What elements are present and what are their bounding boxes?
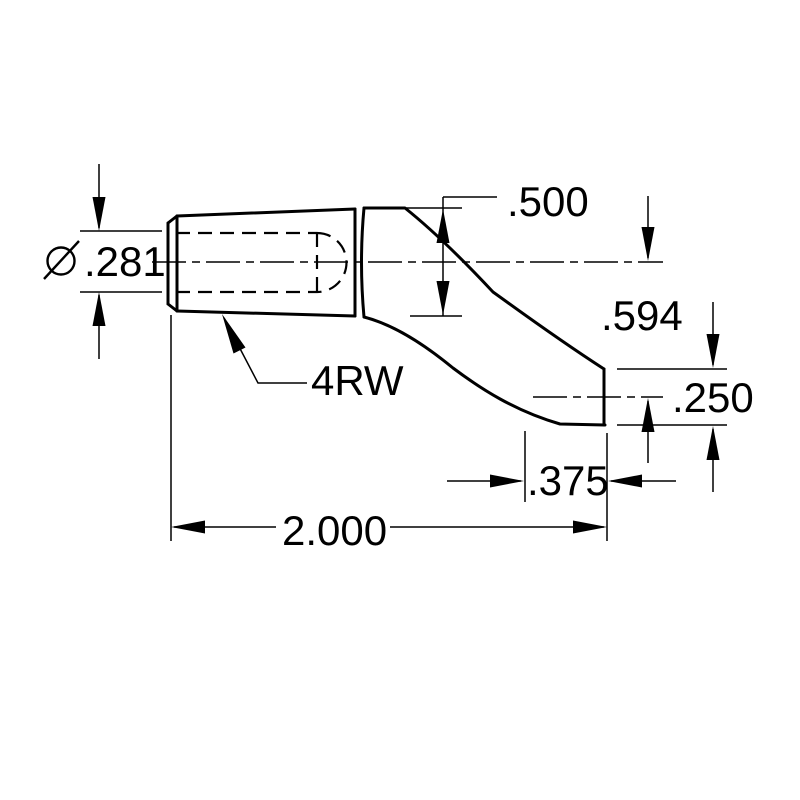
arrow-down-icon xyxy=(706,334,720,368)
center-drop-value: .594 xyxy=(601,292,683,339)
arrow-right-icon xyxy=(490,474,524,488)
tip-thickness-value: .250 xyxy=(672,374,754,421)
shank-bottom-edge xyxy=(175,309,357,318)
leader-note-label: 4RW xyxy=(311,357,404,404)
dimension-lines xyxy=(92,164,720,534)
arrow-down-icon xyxy=(436,281,450,315)
arrow-left-icon xyxy=(608,474,642,488)
body-bottom-curve xyxy=(362,315,607,427)
section-height-value: .500 xyxy=(507,178,589,225)
tip-flat-length-value: .375 xyxy=(527,457,609,504)
arrow-right-icon xyxy=(573,520,607,534)
arrow-up-icon xyxy=(436,209,450,243)
arrow-up-icon xyxy=(706,426,720,460)
arrow-down-icon xyxy=(641,227,655,261)
body-top-curve xyxy=(362,206,606,371)
arrow-left-icon xyxy=(171,520,205,534)
hole-diameter-value: .281 xyxy=(84,238,166,285)
arrow-down-icon xyxy=(92,197,106,231)
part-outline xyxy=(166,206,607,427)
arrow-up-left-icon xyxy=(222,314,246,354)
centerlines xyxy=(152,261,663,398)
overall-length-value: 2.000 xyxy=(282,507,387,554)
left-end-face xyxy=(166,214,179,313)
arrow-up-icon xyxy=(641,398,655,432)
shank-top-edge xyxy=(175,207,357,218)
diameter-symbol-icon xyxy=(43,240,80,280)
extension-lines xyxy=(80,207,727,541)
dimension-text: .281 .500 .594 .250 .375 2.000 4RW xyxy=(43,178,754,554)
arrow-up-icon xyxy=(92,292,106,326)
